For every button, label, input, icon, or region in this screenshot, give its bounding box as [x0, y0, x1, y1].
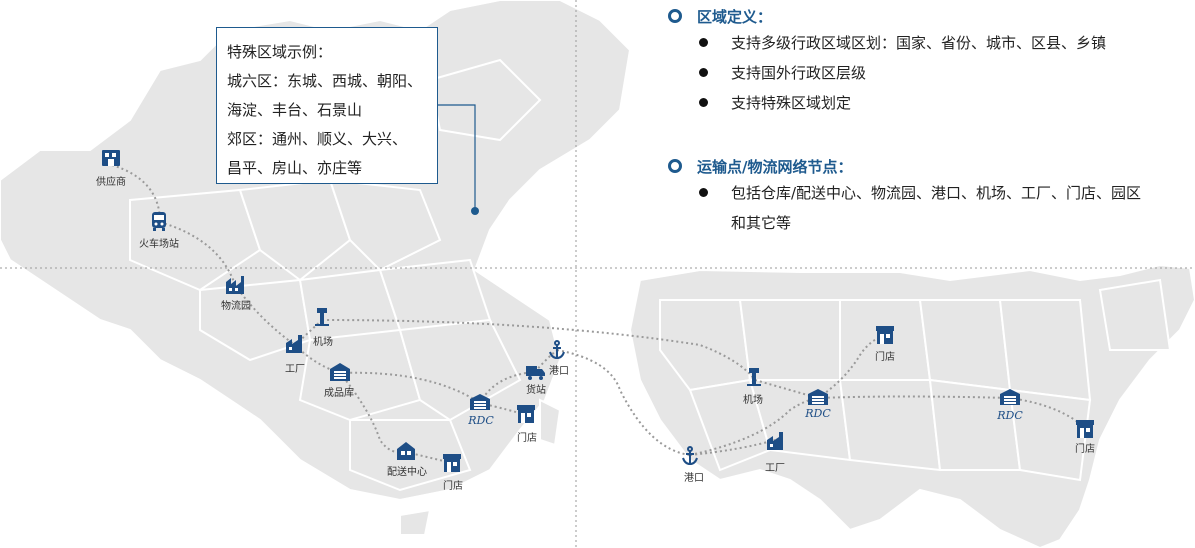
node-label-airport: 机场	[743, 395, 763, 406]
node-label-logistics-park: 物流园	[221, 301, 251, 312]
node-label-port: 港口	[684, 473, 704, 484]
section-header: 运输点/物流网络节点：	[668, 154, 1151, 178]
bullet-dot-icon	[699, 98, 708, 107]
factory-icon	[767, 432, 783, 450]
node-label-distribution-center: 配送中心	[387, 467, 427, 478]
node-label-store: 门店	[875, 352, 895, 363]
factory-icon	[286, 335, 302, 353]
store-icon	[443, 454, 461, 472]
anchor-icon	[549, 340, 565, 360]
store-icon	[517, 405, 535, 423]
list-item: 支持国外行政区层级	[699, 58, 1161, 88]
route-rdc-store-us	[817, 334, 886, 399]
ring-bullet-icon	[668, 159, 682, 173]
train-icon	[152, 212, 166, 231]
node-label-freight-station: 货站	[526, 385, 546, 396]
list-item: 支持特殊区域划定	[699, 88, 1161, 118]
rdc-warehouse-icon	[1000, 389, 1020, 405]
node-label-finished-goods-warehouse: 成品库	[324, 388, 354, 399]
bullet-dot-icon	[699, 68, 708, 77]
special-region-callout: 特殊区域示例： 城六区：东城、西城、朝阳、 海淀、丰台、石景山 郊区：通州、顺义…	[216, 27, 438, 184]
route-airport-us-airport	[321, 319, 756, 381]
callout-leader-line	[438, 104, 476, 210]
anchor-icon	[682, 446, 698, 466]
list-item: 支持多级行政区域区划：国家、省份、城市、区县、乡镇	[699, 28, 1161, 58]
node-label-port: 港口	[549, 366, 569, 377]
callout-line: 昌平、房山、亦庄等	[227, 159, 363, 177]
truck-icon	[526, 366, 545, 380]
callout-line: 城六区：东城、西城、朝阳、	[227, 72, 423, 90]
section-title: 区域定义：	[697, 7, 773, 26]
route-port-port	[556, 349, 691, 456]
node-label-train-station: 火车场站	[139, 239, 179, 250]
route-us-airport-rdc	[754, 379, 819, 399]
node-label-rdc: RDC	[997, 409, 1023, 422]
node-label-rdc: RDC	[805, 407, 831, 420]
list-item-text: 支持国外行政区层级	[731, 64, 867, 82]
node-label-store: 门店	[1075, 444, 1095, 455]
rdc-warehouse-icon	[808, 389, 828, 405]
network-node-section: 运输点/物流网络节点： 包括仓库/配送中心、物流园、港口、机场、工厂、门店、园区…	[668, 154, 1151, 238]
node-label-factory: 工厂	[765, 463, 785, 474]
supplier-icon	[102, 150, 120, 166]
route-rdc-rdc	[817, 395, 1011, 399]
control-tower-icon	[747, 368, 761, 386]
route-wh-rdc	[339, 371, 481, 404]
callout-line: 特殊区域示例：	[227, 43, 333, 61]
node-label-store: 门店	[517, 433, 537, 444]
node-label-factory: 工厂	[285, 364, 305, 375]
node-label-store: 门店	[443, 481, 463, 492]
route-rdc-store-us2	[1009, 397, 1086, 429]
control-tower-icon	[315, 308, 329, 326]
list-item-text: 支持特殊区域划定	[731, 94, 852, 112]
section-header: 区域定义：	[668, 4, 1161, 28]
bullet-dot-icon	[699, 38, 708, 47]
warehouse-icon	[330, 363, 350, 381]
china-map	[0, 0, 632, 536]
factory-icon	[226, 276, 244, 294]
section-title: 运输点/物流网络节点：	[697, 157, 853, 176]
route-station-port	[534, 349, 558, 373]
beijing-marker	[471, 207, 479, 215]
list-item-text: 包括仓库/配送中心、物流园、港口、机场、工厂、门店、园区和其它等	[731, 184, 1142, 232]
distribution-center-icon	[397, 442, 415, 460]
store-icon	[876, 326, 894, 344]
region-definition-section: 区域定义： 支持多级行政区域区划：国家、省份、城市、区县、乡镇 支持国外行政区层…	[668, 4, 1161, 118]
node-label-rdc: RDC	[468, 414, 494, 427]
store-icon	[1076, 420, 1094, 438]
list-item-text: 支持多级行政区域区划：国家、省份、城市、区县、乡镇	[731, 34, 1107, 52]
route-us-port-factory	[689, 439, 776, 456]
rdc-warehouse-icon	[470, 394, 490, 410]
bullet-dot-icon	[699, 188, 708, 197]
usa-map	[628, 263, 1195, 548]
ring-bullet-icon	[668, 9, 682, 23]
node-label-airport: 机场	[313, 337, 333, 348]
node-label-supplier: 供应商	[96, 177, 126, 188]
route-park-factory	[234, 284, 296, 346]
list-item: 包括仓库/配送中心、物流园、港口、机场、工厂、门店、园区和其它等	[699, 178, 1151, 238]
callout-line: 郊区：通州、顺义、大兴、	[227, 130, 408, 148]
callout-line: 海淀、丰台、石景山	[227, 101, 363, 119]
